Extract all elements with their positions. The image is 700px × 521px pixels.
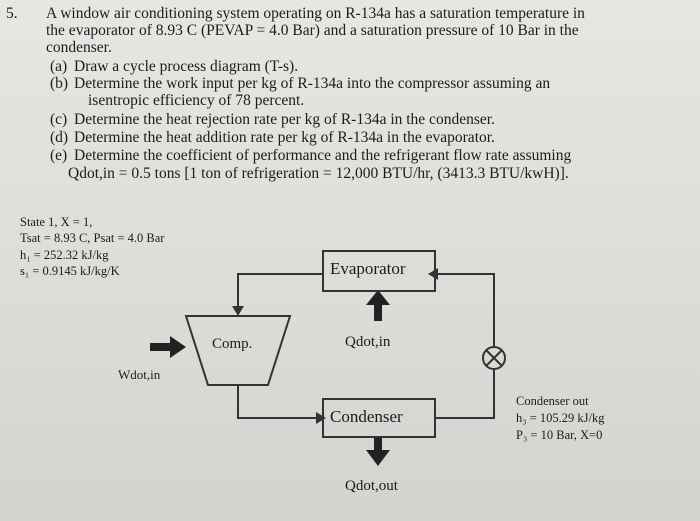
problem-intro-line-2: the evaporator of 8.93 C (PEVAP = 4.0 Ba… bbox=[46, 22, 579, 39]
evaporator-label: Evaporator bbox=[330, 259, 406, 278]
valve-to-evap-line bbox=[434, 273, 495, 346]
state1-line-4: s₁ = 0.9145 kJ/kg/K bbox=[20, 264, 120, 278]
qdot-out-label: Qdot,out bbox=[345, 478, 398, 494]
problem-intro-line-1: A window air conditioning system operati… bbox=[46, 5, 585, 22]
condenser-box bbox=[322, 398, 436, 438]
compressor-body bbox=[184, 315, 292, 386]
part-e-label: (e) bbox=[50, 147, 68, 164]
evap-to-comp-line bbox=[237, 273, 322, 312]
part-d-label: (d) bbox=[50, 129, 69, 146]
heat-out-arrow-icon bbox=[366, 450, 390, 466]
part-d-text: Determine the heat addition rate per kg … bbox=[74, 129, 495, 146]
state1-line-2: Tsat = 8.93 C, Psat = 4.0 Bar bbox=[20, 231, 165, 245]
expansion-valve-icon bbox=[482, 346, 506, 370]
part-c-text: Determine the heat rejection rate per kg… bbox=[74, 111, 495, 128]
part-b-text-2: isentropic efficiency of 78 percent. bbox=[88, 92, 305, 109]
evaporator-box bbox=[322, 250, 436, 292]
condenser-out-line-3: P₃ = 10 Bar, X=0 bbox=[516, 428, 603, 442]
arrow-up-icon bbox=[366, 290, 390, 305]
part-a-label: (a) bbox=[50, 58, 68, 75]
arrow-down-icon bbox=[232, 306, 244, 316]
part-e-text-1: Determine the coefficient of performance… bbox=[74, 147, 572, 164]
compressor-label: Comp. bbox=[212, 336, 253, 352]
part-b-label: (b) bbox=[50, 75, 69, 92]
qdot-in-label: Qdot,in bbox=[345, 334, 391, 350]
part-b-text-1: Determine the work input per kg of R-134… bbox=[74, 75, 551, 92]
condenser-out-line-2: h₃ = 105.29 kJ/kg bbox=[516, 411, 605, 425]
part-a-text: Draw a cycle process diagram (T-s). bbox=[74, 58, 299, 75]
part-e-text-2: Qdot,in = 0.5 tons [1 ton of refrigerati… bbox=[68, 165, 569, 182]
state1-line-3: h₁ = 252.32 kJ/kg bbox=[20, 248, 109, 262]
work-input-arrow-icon bbox=[170, 336, 186, 358]
problem-intro-line-3: condenser. bbox=[46, 39, 112, 56]
state1-line-1: State 1, X = 1, bbox=[20, 215, 93, 229]
wdot-in-label: Wdot,in bbox=[118, 367, 161, 382]
condenser-label: Condenser bbox=[330, 407, 403, 426]
condenser-out-line-1: Condenser out bbox=[516, 394, 589, 408]
comp-to-cond-line bbox=[237, 385, 322, 419]
arrow-right-icon bbox=[316, 412, 326, 424]
problem-number: 5. bbox=[6, 5, 18, 22]
part-c-label: (c) bbox=[50, 111, 68, 128]
cond-to-valve-line bbox=[434, 370, 495, 419]
